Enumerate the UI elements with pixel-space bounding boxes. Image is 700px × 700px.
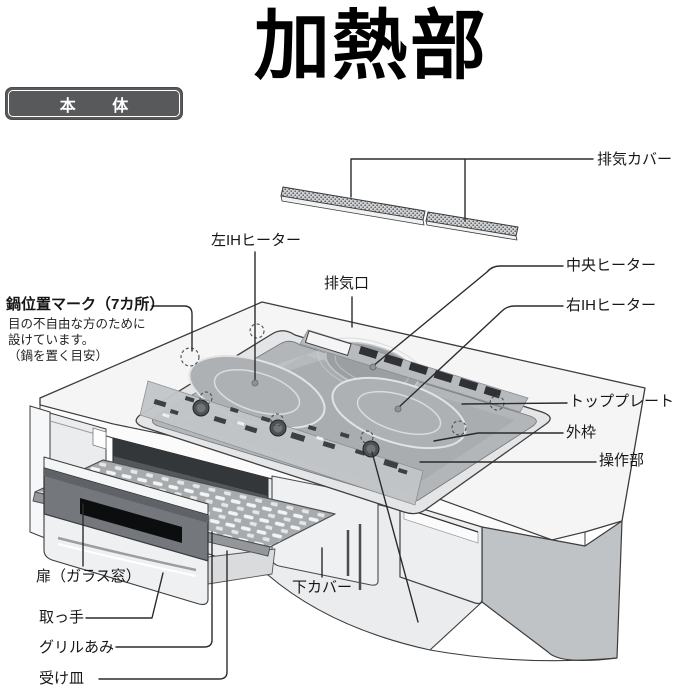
label-drip-tray: 受け皿 <box>39 670 85 687</box>
leader-right-ih <box>397 305 564 409</box>
label-door: 扉（ガラス窓） <box>36 568 141 585</box>
door-glass-window <box>80 498 182 543</box>
label-exhaust-cover: 排気カバー <box>597 151 673 168</box>
label-top-plate: トッププレート <box>569 393 675 410</box>
label-pot-position-mark: 鍋位置マーク（7カ所） <box>6 296 165 313</box>
exhaust-cover-illustration <box>280 186 519 241</box>
label-lower-cover: 下カバー <box>292 579 353 596</box>
page-title: 加熱部 <box>254 1 488 90</box>
leader-knob <box>371 451 419 623</box>
drip-tray-front <box>43 513 209 605</box>
body-right-side <box>481 520 623 662</box>
control-panel-strip <box>139 380 424 506</box>
leader-lines <box>82 158 597 680</box>
badge-label: 本 体 <box>59 97 145 115</box>
label-outer-frame: 外枠 <box>566 424 597 441</box>
leader-drip-tray <box>98 550 228 680</box>
label-left-ih-heater: 左IHヒーター <box>211 232 302 249</box>
pot-mark-note-line2: 設けています。 <box>8 333 95 347</box>
label-control-panel: 操作部 <box>599 452 645 469</box>
leader-outer-frame <box>433 432 564 442</box>
heater-center-dots <box>251 363 402 413</box>
pot-mark-note-line1: 目の不自由な方のために <box>8 317 146 331</box>
leader-top-plate <box>461 402 568 405</box>
control-knobs <box>192 399 380 458</box>
leader-pot-mark <box>151 305 193 352</box>
leader-grill-net <box>115 531 213 648</box>
label-exhaust-port: 排気口 <box>324 275 370 292</box>
label-handle: 取っ手 <box>39 609 85 626</box>
grill-drawer <box>32 456 362 605</box>
exhaust-port-area <box>299 329 529 413</box>
label-right-ih-heater: 右IHヒーター <box>566 297 657 314</box>
label-grill-net: グリルあみ <box>39 639 115 656</box>
leader-center-heater <box>372 265 564 367</box>
leader-exhaust-cover <box>350 158 594 222</box>
leader-handle <box>85 572 164 619</box>
body-section-badge: 本 体 <box>5 87 183 120</box>
right-ih-heater-circle <box>331 376 467 450</box>
label-center-heater: 中央ヒーター <box>566 257 657 274</box>
pot-mark-note-line3: （鍋を置く目安） <box>8 349 109 363</box>
